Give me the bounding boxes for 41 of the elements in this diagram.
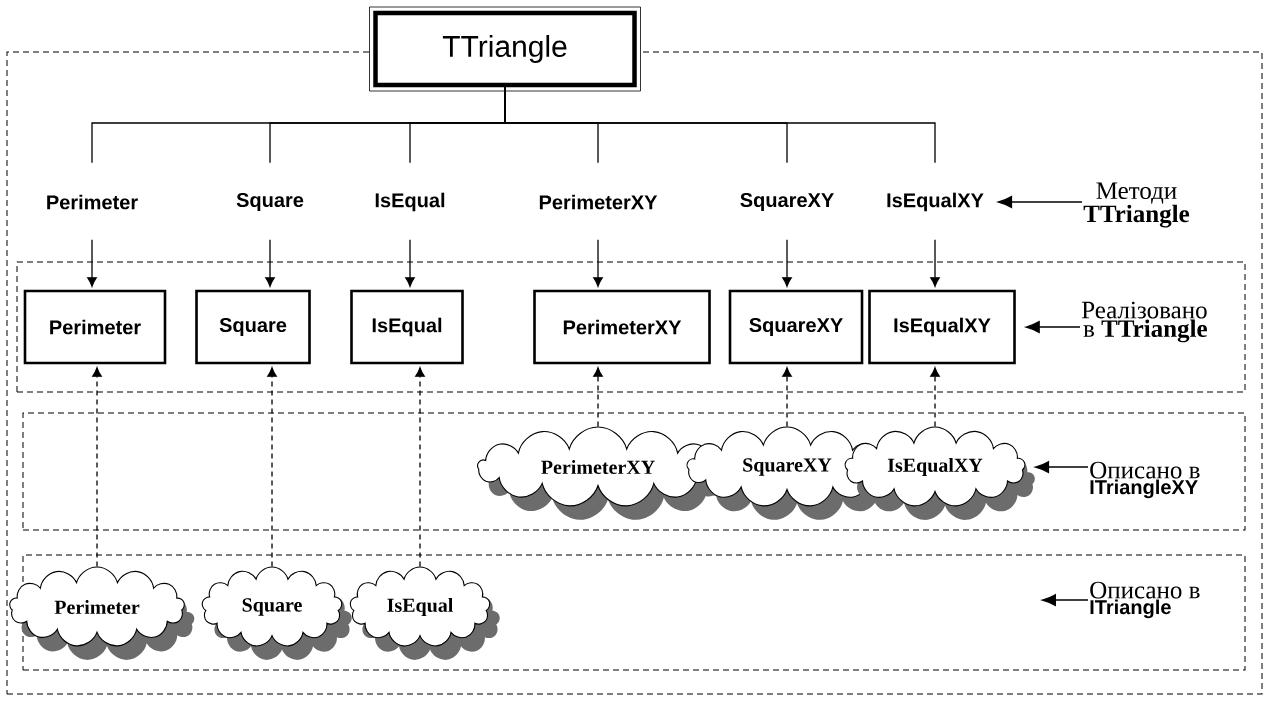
method-box: IsEqual (350, 289, 464, 365)
cloud: Perimeter (9, 566, 195, 660)
method-box: Square (195, 289, 311, 365)
arrow (87, 239, 97, 287)
arrow (997, 196, 1083, 208)
class-box: TTriangle (369, 6, 641, 92)
arrow (1034, 461, 1089, 473)
side-label: Реалізовано в TTriangle (1081, 301, 1207, 343)
dashed-band (22, 412, 1246, 531)
method-label: Perimeter (47, 194, 138, 210)
arrow (593, 367, 603, 428)
arrow (415, 367, 425, 568)
cloud: Square (201, 566, 352, 660)
side-label: Методи TTriangle (1083, 182, 1190, 228)
arrow (92, 367, 102, 568)
cloud: IsEqual (349, 566, 500, 660)
side-label: Описано в ITriangle (1090, 581, 1200, 619)
method-label: IsEqualXY (887, 192, 984, 212)
arrow (405, 239, 415, 287)
arrow (782, 239, 792, 287)
method-box: Perimeter (23, 289, 167, 365)
method-label: IsEqual (375, 192, 445, 212)
arrow (782, 367, 792, 428)
dashed-band (22, 554, 1246, 671)
method-label: Square (236, 192, 304, 212)
method-label: SquareXY (740, 192, 834, 212)
arrow (593, 239, 603, 287)
arrow (930, 367, 940, 428)
method-box: SquareXY (728, 289, 864, 365)
dashed-band (16, 261, 1246, 393)
side-label: Описано в ITriangleXY (1090, 461, 1200, 499)
cloud: IsEqualXY (844, 426, 1035, 520)
arrow (267, 367, 277, 568)
arrow (1025, 321, 1081, 333)
arrow (1041, 594, 1089, 606)
arrow (265, 239, 275, 287)
method-label: PerimeterXY (539, 194, 658, 210)
method-box: PerimeterXY (533, 289, 711, 365)
method-box: IsEqualXY (868, 289, 1016, 365)
arrow (930, 239, 940, 287)
connector-line (504, 86, 936, 164)
